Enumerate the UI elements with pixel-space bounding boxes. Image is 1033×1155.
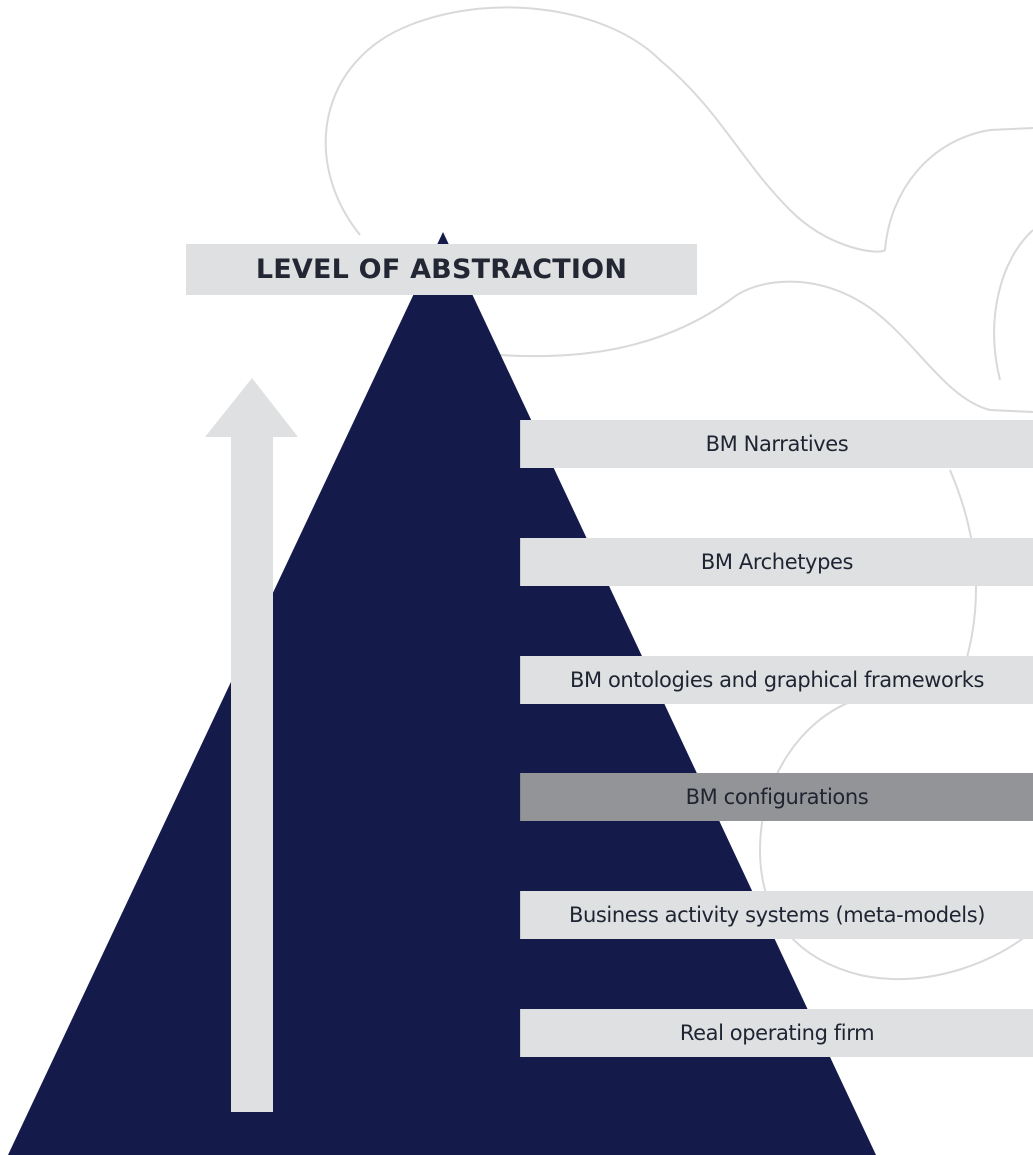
up-arrow-icon xyxy=(205,378,298,1112)
level-label-bm-ontologies: BM ontologies and graphical frameworks xyxy=(520,656,1033,704)
cloud-shape-right xyxy=(993,229,1033,381)
level-label-bm-configurations: BM configurations xyxy=(520,773,1033,821)
diagram-title: LEVEL OF ABSTRACTION xyxy=(255,254,628,285)
level-label-bm-narratives: BM Narratives xyxy=(520,420,1033,468)
level-label-business-activity-systems: Business activity systems (meta-models) xyxy=(520,891,1033,939)
level-label-real-operating-firm: Real operating firm xyxy=(520,1009,1033,1057)
cloud-shape-top xyxy=(324,6,1033,253)
level-label-text: Real operating firm xyxy=(679,1021,875,1045)
level-label-text: BM Narratives xyxy=(705,432,849,456)
level-label-text: BM Archetypes xyxy=(700,550,854,574)
level-label-bm-archetypes: BM Archetypes xyxy=(520,538,1033,586)
level-label-text: BM ontologies and graphical frameworks xyxy=(569,668,985,692)
level-label-text: BM configurations xyxy=(685,785,869,809)
cloud-shape-middle xyxy=(499,280,1033,413)
title-banner: LEVEL OF ABSTRACTION xyxy=(186,244,697,295)
level-label-text: Business activity systems (meta-models) xyxy=(568,903,986,927)
